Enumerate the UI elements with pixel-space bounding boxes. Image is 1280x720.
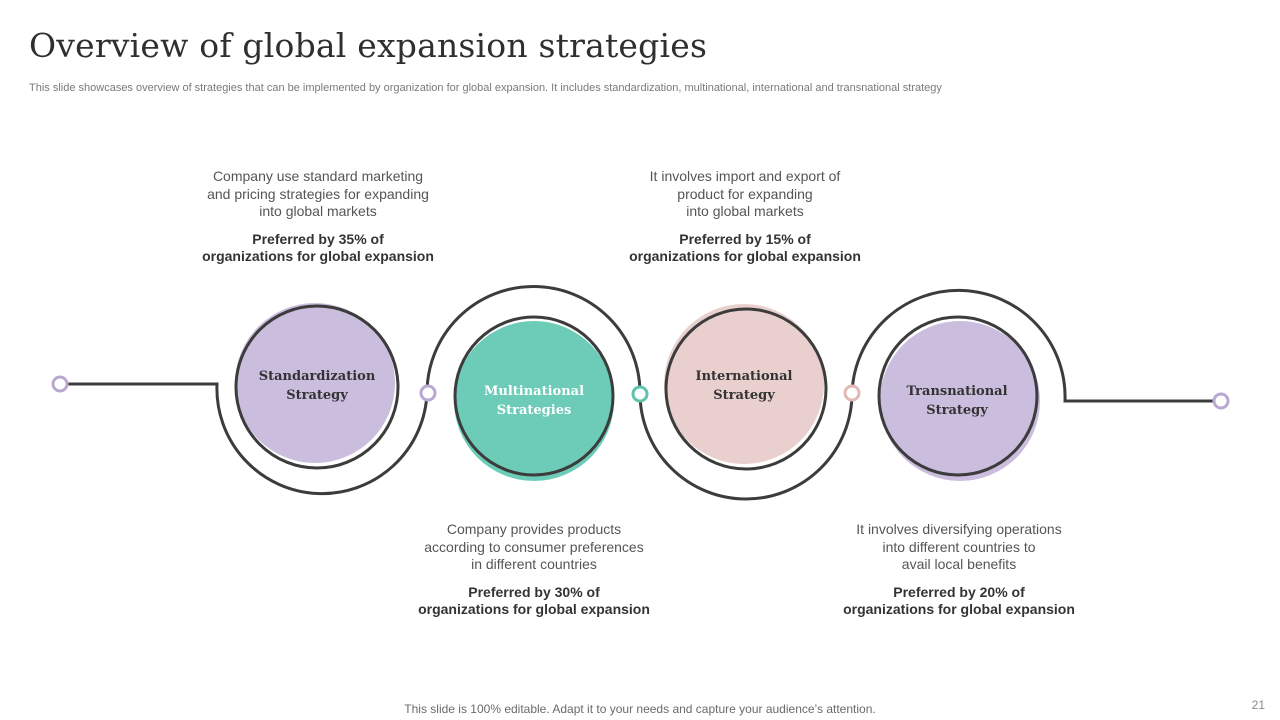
connector-dot-end <box>1212 392 1230 410</box>
node-international-fill <box>664 304 824 464</box>
callout-preferred-line: Preferred by 30% of <box>468 583 600 600</box>
node-international <box>664 304 828 471</box>
callout-description-line: into different countries to <box>882 538 1036 555</box>
callout-preferred-line: organizations for global expansion <box>629 248 861 264</box>
node-international-ring <box>664 307 828 471</box>
node-label-line: Strategy <box>286 388 348 403</box>
callout-multinational: Company provides products according to c… <box>384 521 684 619</box>
callout-description: Company use standard marketing and prici… <box>168 168 468 221</box>
callout-description-line: Company use standard marketing <box>212 168 424 184</box>
callout-description-line: in different countries <box>471 556 597 572</box>
node-label-transnational: Transnational Strategy <box>887 382 1027 420</box>
connector-dot-3 <box>843 384 861 402</box>
callout-description-line: Company provides products <box>446 521 622 537</box>
page-subtitle: This slide showcases overview of strateg… <box>29 82 942 94</box>
connector-dot-start <box>51 375 69 393</box>
node-multinational-ring <box>453 315 615 477</box>
callout-preferred: Preferred by 20% of organizations for gl… <box>809 584 1109 619</box>
callout-description-line: avail local benefits <box>901 556 1017 572</box>
node-label-line: Strategy <box>713 388 775 403</box>
node-label-line: Multinational <box>483 384 585 399</box>
node-label-line: Strategies <box>496 403 572 418</box>
callout-description-line: product for expanding <box>677 185 813 202</box>
connector-dot-1 <box>419 384 437 402</box>
node-multinational-fill <box>454 321 614 481</box>
node-standardization-ring <box>234 304 400 470</box>
connector-dot-2 <box>631 385 649 403</box>
callout-preferred-line: organizations for global expansion <box>418 601 650 617</box>
callout-preferred: Preferred by 15% of organizations for gl… <box>595 231 895 266</box>
callout-description-line: It involves diversifying operations <box>856 521 1062 537</box>
callout-transnational: It involves diversifying operations into… <box>809 521 1109 619</box>
callout-description-line: and pricing strategies for expanding <box>207 185 429 202</box>
callout-description-line: It involves import and export of <box>649 168 841 184</box>
node-label-international: International Strategy <box>674 367 814 405</box>
page-number: 21 <box>1251 698 1265 712</box>
callout-description-line: into global markets <box>259 203 377 219</box>
callout-preferred-line: Preferred by 20% of <box>893 583 1025 600</box>
node-transnational-ring <box>877 315 1039 477</box>
callout-preferred-line: organizations for global expansion <box>843 601 1075 617</box>
node-label-multinational: Multinational Strategies <box>464 382 604 420</box>
callout-preferred-line: Preferred by 35% of <box>252 230 384 247</box>
node-standardization-fill <box>235 303 395 463</box>
slide-footer: This slide is 100% editable. Adapt it to… <box>404 702 876 716</box>
node-label-standardization: Standardization Strategy <box>247 367 387 405</box>
node-label-line: Transnational <box>906 384 1008 399</box>
callout-standardization: Company use standard marketing and prici… <box>168 168 468 266</box>
callout-description-line: into global markets <box>686 203 804 219</box>
node-transnational-fill <box>880 321 1040 481</box>
node-label-line: Strategy <box>926 403 988 418</box>
callout-description: It involves diversifying operations into… <box>809 521 1109 574</box>
node-label-line: International <box>695 369 793 384</box>
callout-description: It involves import and export of product… <box>595 168 895 221</box>
node-transnational <box>877 315 1040 481</box>
node-standardization <box>234 303 400 470</box>
callout-preferred: Preferred by 30% of organizations for gl… <box>384 584 684 619</box>
callout-preferred-line: organizations for global expansion <box>202 248 434 264</box>
callout-preferred-line: Preferred by 15% of <box>679 230 811 247</box>
callout-preferred: Preferred by 35% of organizations for gl… <box>168 231 468 266</box>
callout-description: Company provides products according to c… <box>384 521 684 574</box>
callout-international: It involves import and export of product… <box>595 168 895 266</box>
node-multinational <box>453 315 615 481</box>
node-label-line: Standardization <box>258 369 376 384</box>
callout-description-line: according to consumer preferences <box>424 538 644 555</box>
page-title: Overview of global expansion strategies <box>29 26 708 65</box>
